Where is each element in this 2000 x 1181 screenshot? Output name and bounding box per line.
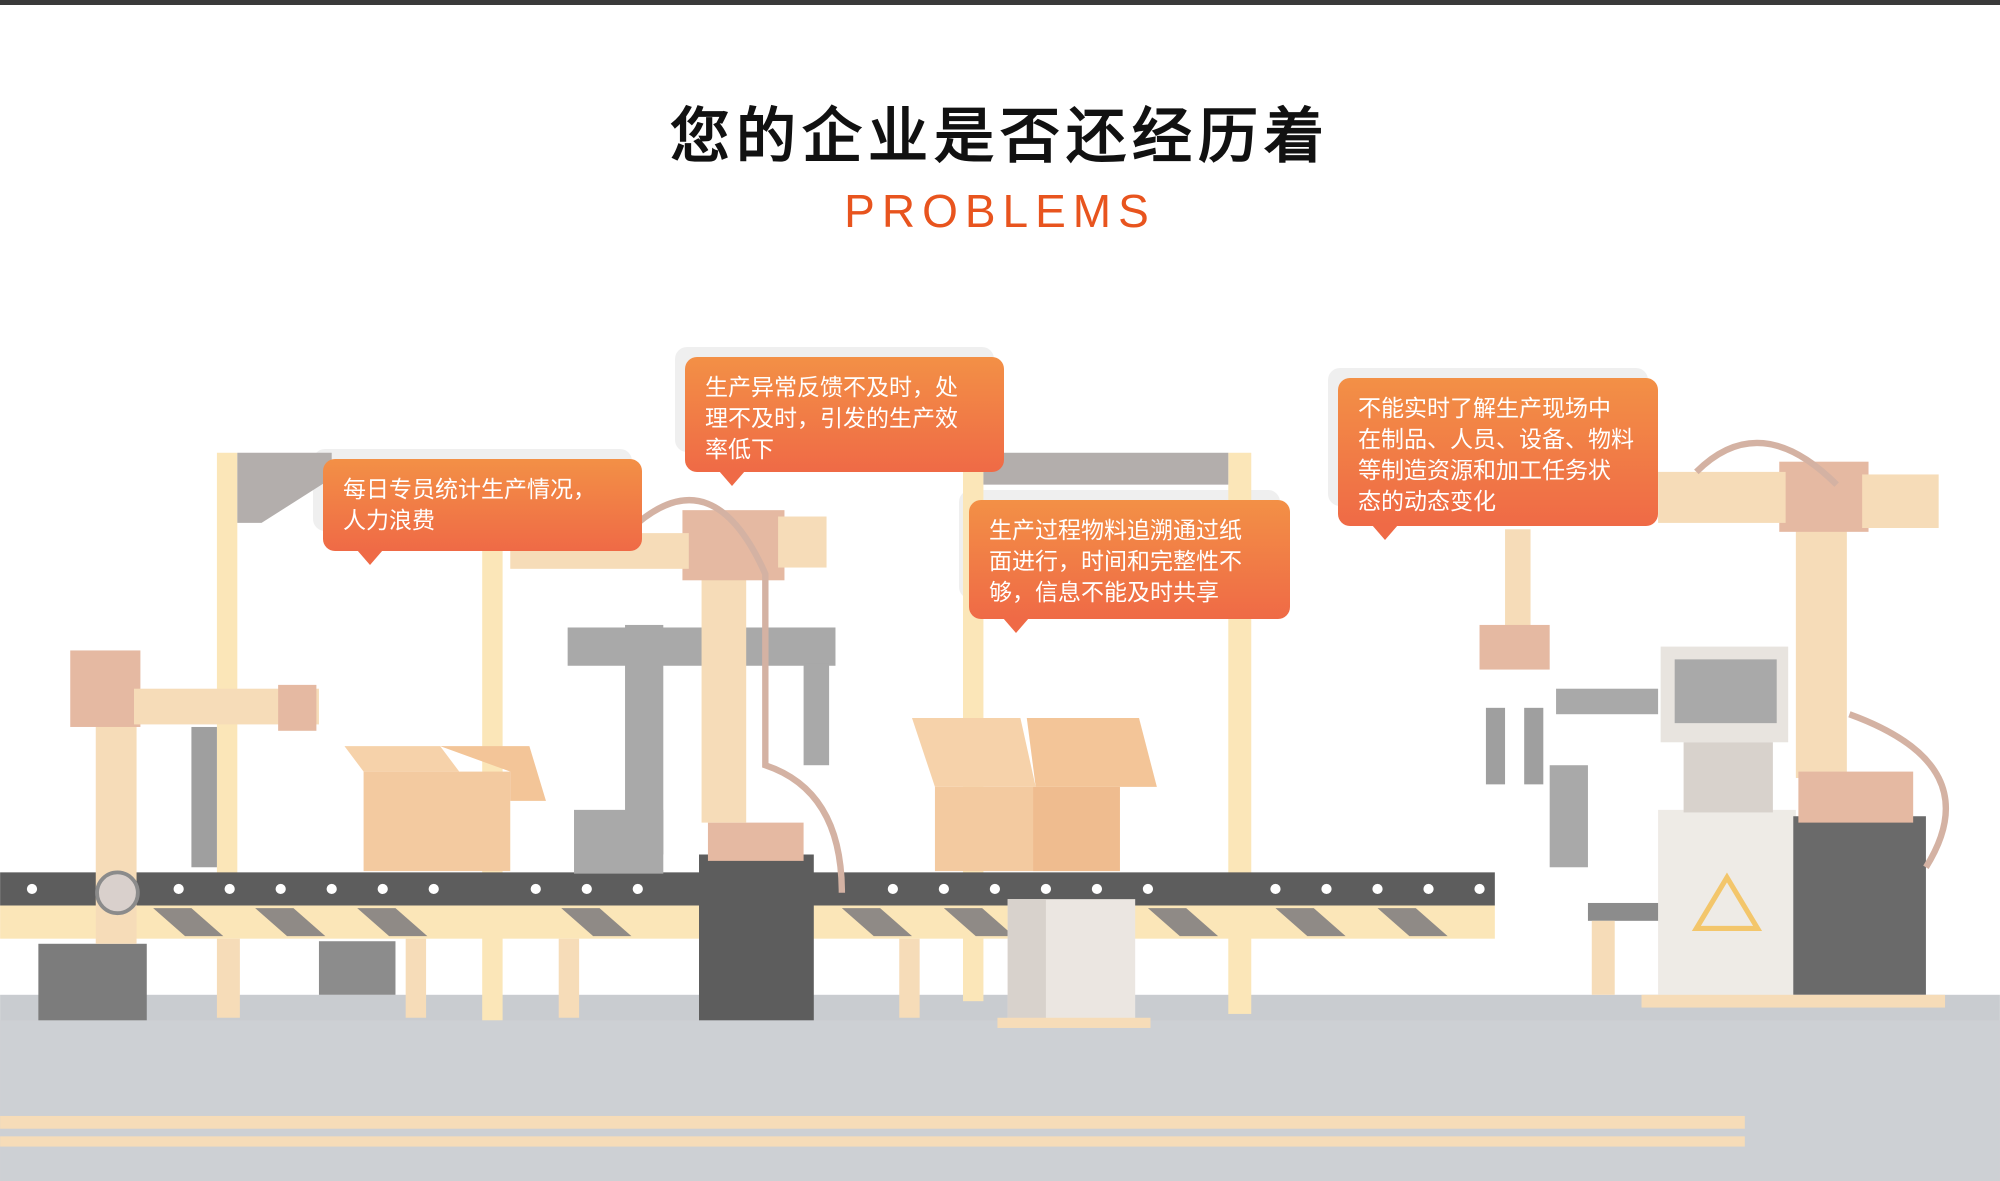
top-bar <box>0 0 2000 5</box>
problem-2-line-3: 率低下 <box>705 437 774 463</box>
problem-1-line-1: 每日专员统计生产情况， <box>343 477 596 503</box>
bubble-tail <box>719 471 745 486</box>
page-subtitle: PROBLEMS <box>844 185 1156 237</box>
problem-bubble-3: 生产过程物料追溯通过纸 面进行，时间和完整性不 够，信息不能及时共享 <box>959 490 1290 633</box>
problem-4-line-4: 态的动态变化 <box>1358 489 1496 515</box>
problem-4-line-1: 不能实时了解生产现场中 <box>1358 396 1611 422</box>
problem-4-line-3: 等制造资源和加工任务状 <box>1358 458 1611 484</box>
bubble-tail <box>357 550 383 565</box>
problem-2-line-1: 生产异常反馈不及时，处 <box>705 375 958 401</box>
problem-3-line-3: 够，信息不能及时共享 <box>989 580 1219 606</box>
problem-3-line-1: 生产过程物料追溯通过纸 <box>989 518 1242 544</box>
problem-bubble-1: 每日专员统计生产情况， 人力浪费 <box>313 449 642 565</box>
page-title: 您的企业是否还经历着 <box>670 102 1330 172</box>
bubble-tail <box>1003 618 1029 633</box>
problem-1-line-2: 人力浪费 <box>343 508 435 534</box>
problem-3-line-2: 面进行，时间和完整性不 <box>989 549 1242 575</box>
bubble-tail <box>1372 525 1398 540</box>
problem-4-line-2: 在制品、人员、设备、物料 <box>1358 427 1634 453</box>
problem-bubble-4: 不能实时了解生产现场中 在制品、人员、设备、物料 等制造资源和加工任务状 态的动… <box>1328 368 1658 540</box>
problem-bubble-2: 生产异常反馈不及时，处 理不及时，引发的生产效 率低下 <box>675 347 1004 486</box>
problem-2-line-2: 理不及时，引发的生产效 <box>705 406 958 432</box>
